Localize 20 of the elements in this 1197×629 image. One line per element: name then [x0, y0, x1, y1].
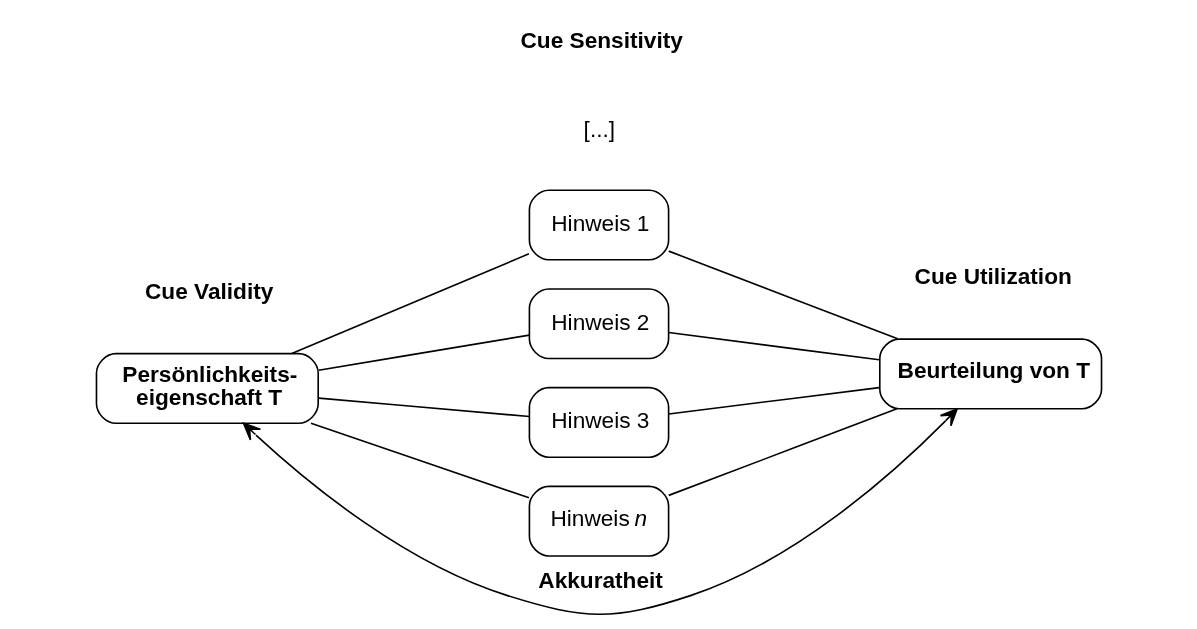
label: [...] [583, 116, 615, 143]
connector [667, 386, 880, 415]
node-box: Beurteilung von T [878, 338, 1102, 410]
connector [317, 397, 530, 418]
node-box: Hinweis 3 [528, 386, 669, 459]
node-box: Hinweis n [528, 485, 669, 557]
connector [309, 422, 530, 499]
connector [667, 331, 880, 361]
label: Cue Validity [144, 277, 273, 304]
connector [667, 408, 898, 497]
connector [317, 334, 530, 371]
connector [667, 250, 898, 340]
node-box: Hinweis 2 [528, 288, 669, 360]
node-box: Persönlichkeits- eigenschaft T [95, 352, 319, 425]
label: Cue Utilization [914, 263, 1072, 290]
edge-label: Akkuratheit [537, 566, 663, 593]
arrow [242, 408, 958, 616]
node-box: Hinweis 1 [528, 189, 669, 261]
label: Cue Sensitivity [520, 27, 683, 54]
connector [290, 253, 530, 355]
